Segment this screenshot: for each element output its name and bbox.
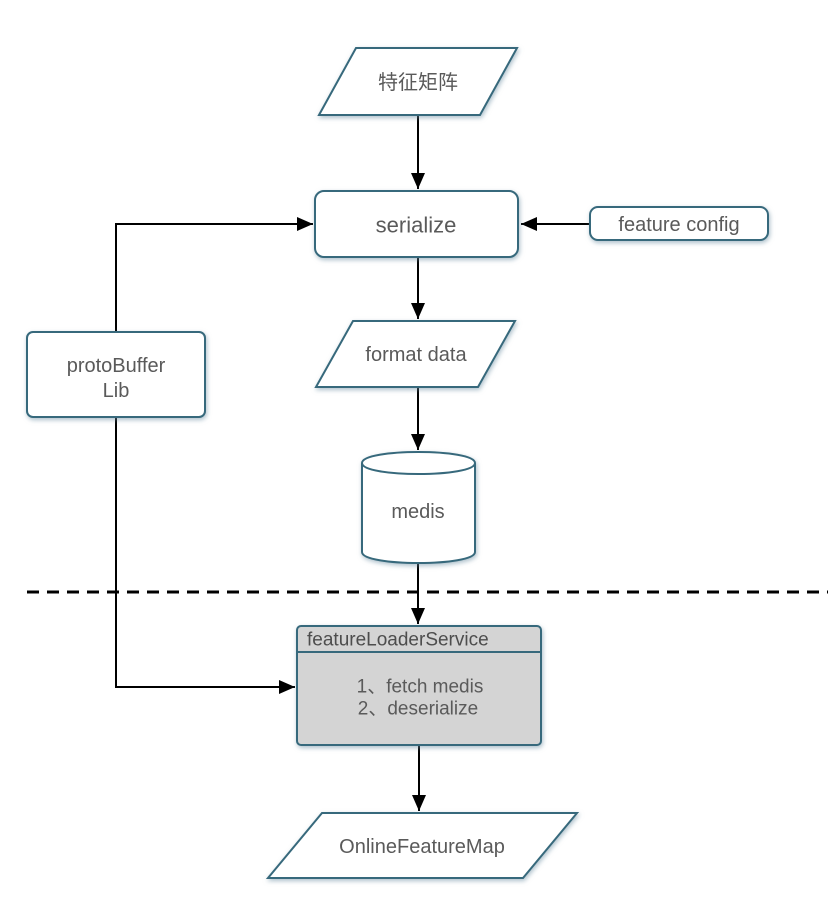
node-serialize-label: serialize [376, 213, 457, 238]
parallelogram-shape [317, 47, 519, 116]
cylinder-top-rim [361, 462, 476, 476]
node-medis-label: medis [391, 501, 444, 523]
node-feature-loader-service: featureLoaderService 1、fetch medis 2、des… [296, 625, 542, 746]
node-online-feature-map-label: OnlineFeatureMap [339, 836, 505, 858]
node-feature-config-label: feature config [618, 214, 739, 236]
node-format-data-label: format data [365, 344, 467, 366]
node-format-data: format data [314, 320, 517, 388]
node-feature-config: feature config [589, 206, 769, 241]
titled-rect-shape [296, 625, 542, 746]
node-feature-matrix: 特征矩阵 [317, 47, 519, 116]
node-feature-loader-service-title: featureLoaderService [307, 630, 489, 651]
node-serialize: serialize [314, 190, 519, 258]
node-protobuffer-lib-label-line1: protoBuffer [67, 355, 166, 377]
node-feature-loader-service-step-1: 1、fetch medis [357, 677, 484, 698]
node-protobuffer-lib-label-line2: Lib [103, 380, 130, 402]
edge-protobuffer-to-serialize [115, 217, 313, 332]
node-medis: medis [361, 450, 476, 565]
node-protobuffer-lib: protoBuffer Lib [26, 331, 206, 418]
node-feature-loader-service-step-2: 2、deserialize [358, 699, 478, 720]
cylinder-shape [361, 450, 476, 565]
node-online-feature-map: OnlineFeatureMap [265, 812, 580, 879]
connectors [27, 116, 828, 811]
rounded-rect-shape [26, 331, 206, 418]
rounded-rect-shape [589, 206, 769, 241]
parallelogram-shape [314, 320, 517, 388]
edge-protobuffer-to-feature-loader [115, 417, 295, 694]
parallelogram-shape [265, 812, 580, 879]
rounded-rect-shape [314, 190, 519, 258]
node-feature-matrix-label: 特征矩阵 [378, 71, 458, 94]
